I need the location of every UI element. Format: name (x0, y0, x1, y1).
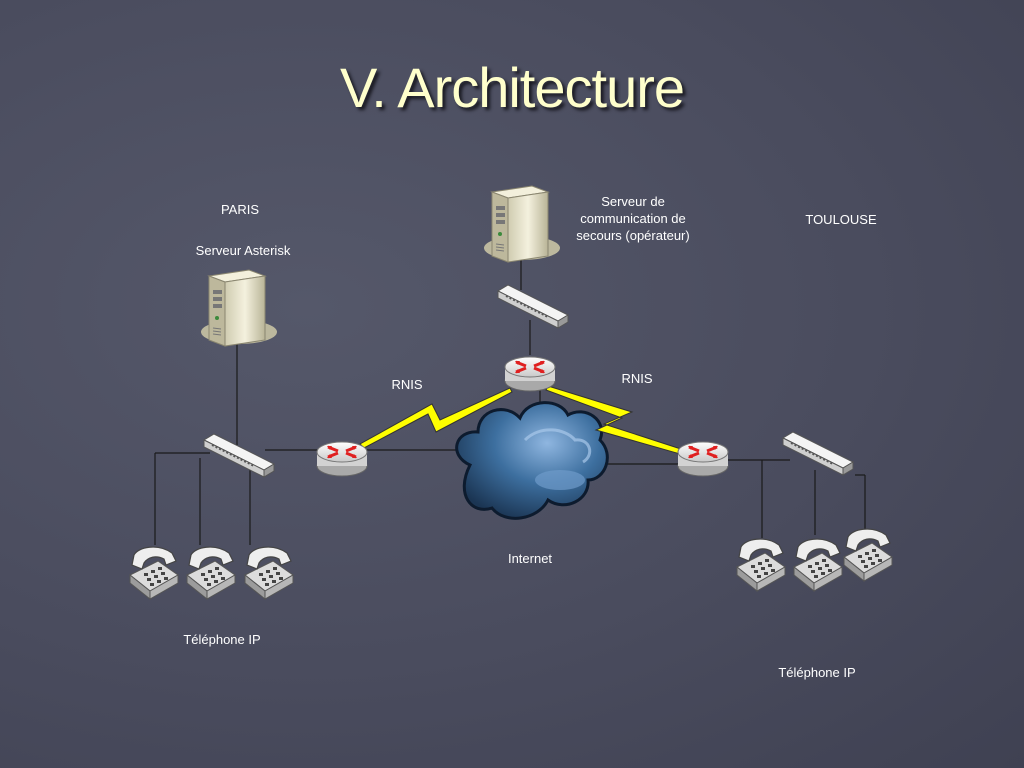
paris-ip-phone-icon (244, 546, 294, 600)
rnis-right-label: RNIS (621, 371, 653, 386)
internet-cloud-icon (455, 401, 609, 520)
paris-ip-phone-icon (186, 546, 236, 600)
paris-ip-phone-icon (129, 546, 179, 600)
backup-switch-icon (497, 284, 569, 329)
paris-label: PARIS (220, 202, 260, 217)
toulouse-label: TOULOUSE (805, 212, 877, 227)
toulouse-router-icon (676, 440, 730, 478)
paris-switch-icon (203, 433, 275, 478)
backup-router-icon (503, 355, 557, 393)
paris-phones-label: Téléphone IP (183, 632, 261, 647)
toulouse-switch-icon (782, 431, 854, 476)
backup-server-label-line: communication de (580, 211, 686, 226)
backup-server-label-line: Serveur de (601, 194, 665, 209)
toulouse-ip-phone-icon (793, 538, 843, 592)
rnis-left-label: RNIS (391, 377, 423, 392)
paris-router-icon (315, 440, 369, 478)
toulouse-ip-phone-icon (736, 538, 786, 592)
slide-title: V. Architecture (339, 56, 685, 119)
backup-server-label: Serveur de communication de secours (opé… (563, 193, 703, 244)
paris-server-icon (200, 269, 278, 347)
toulouse-phones-label: Téléphone IP (778, 665, 856, 680)
backup-server-icon (483, 185, 561, 263)
paris-server-label: Serveur Asterisk (195, 243, 291, 258)
internet-label: Internet (507, 551, 553, 566)
backup-server-label-line: secours (opérateur) (576, 228, 690, 243)
toulouse-ip-phone-icon (843, 528, 893, 582)
